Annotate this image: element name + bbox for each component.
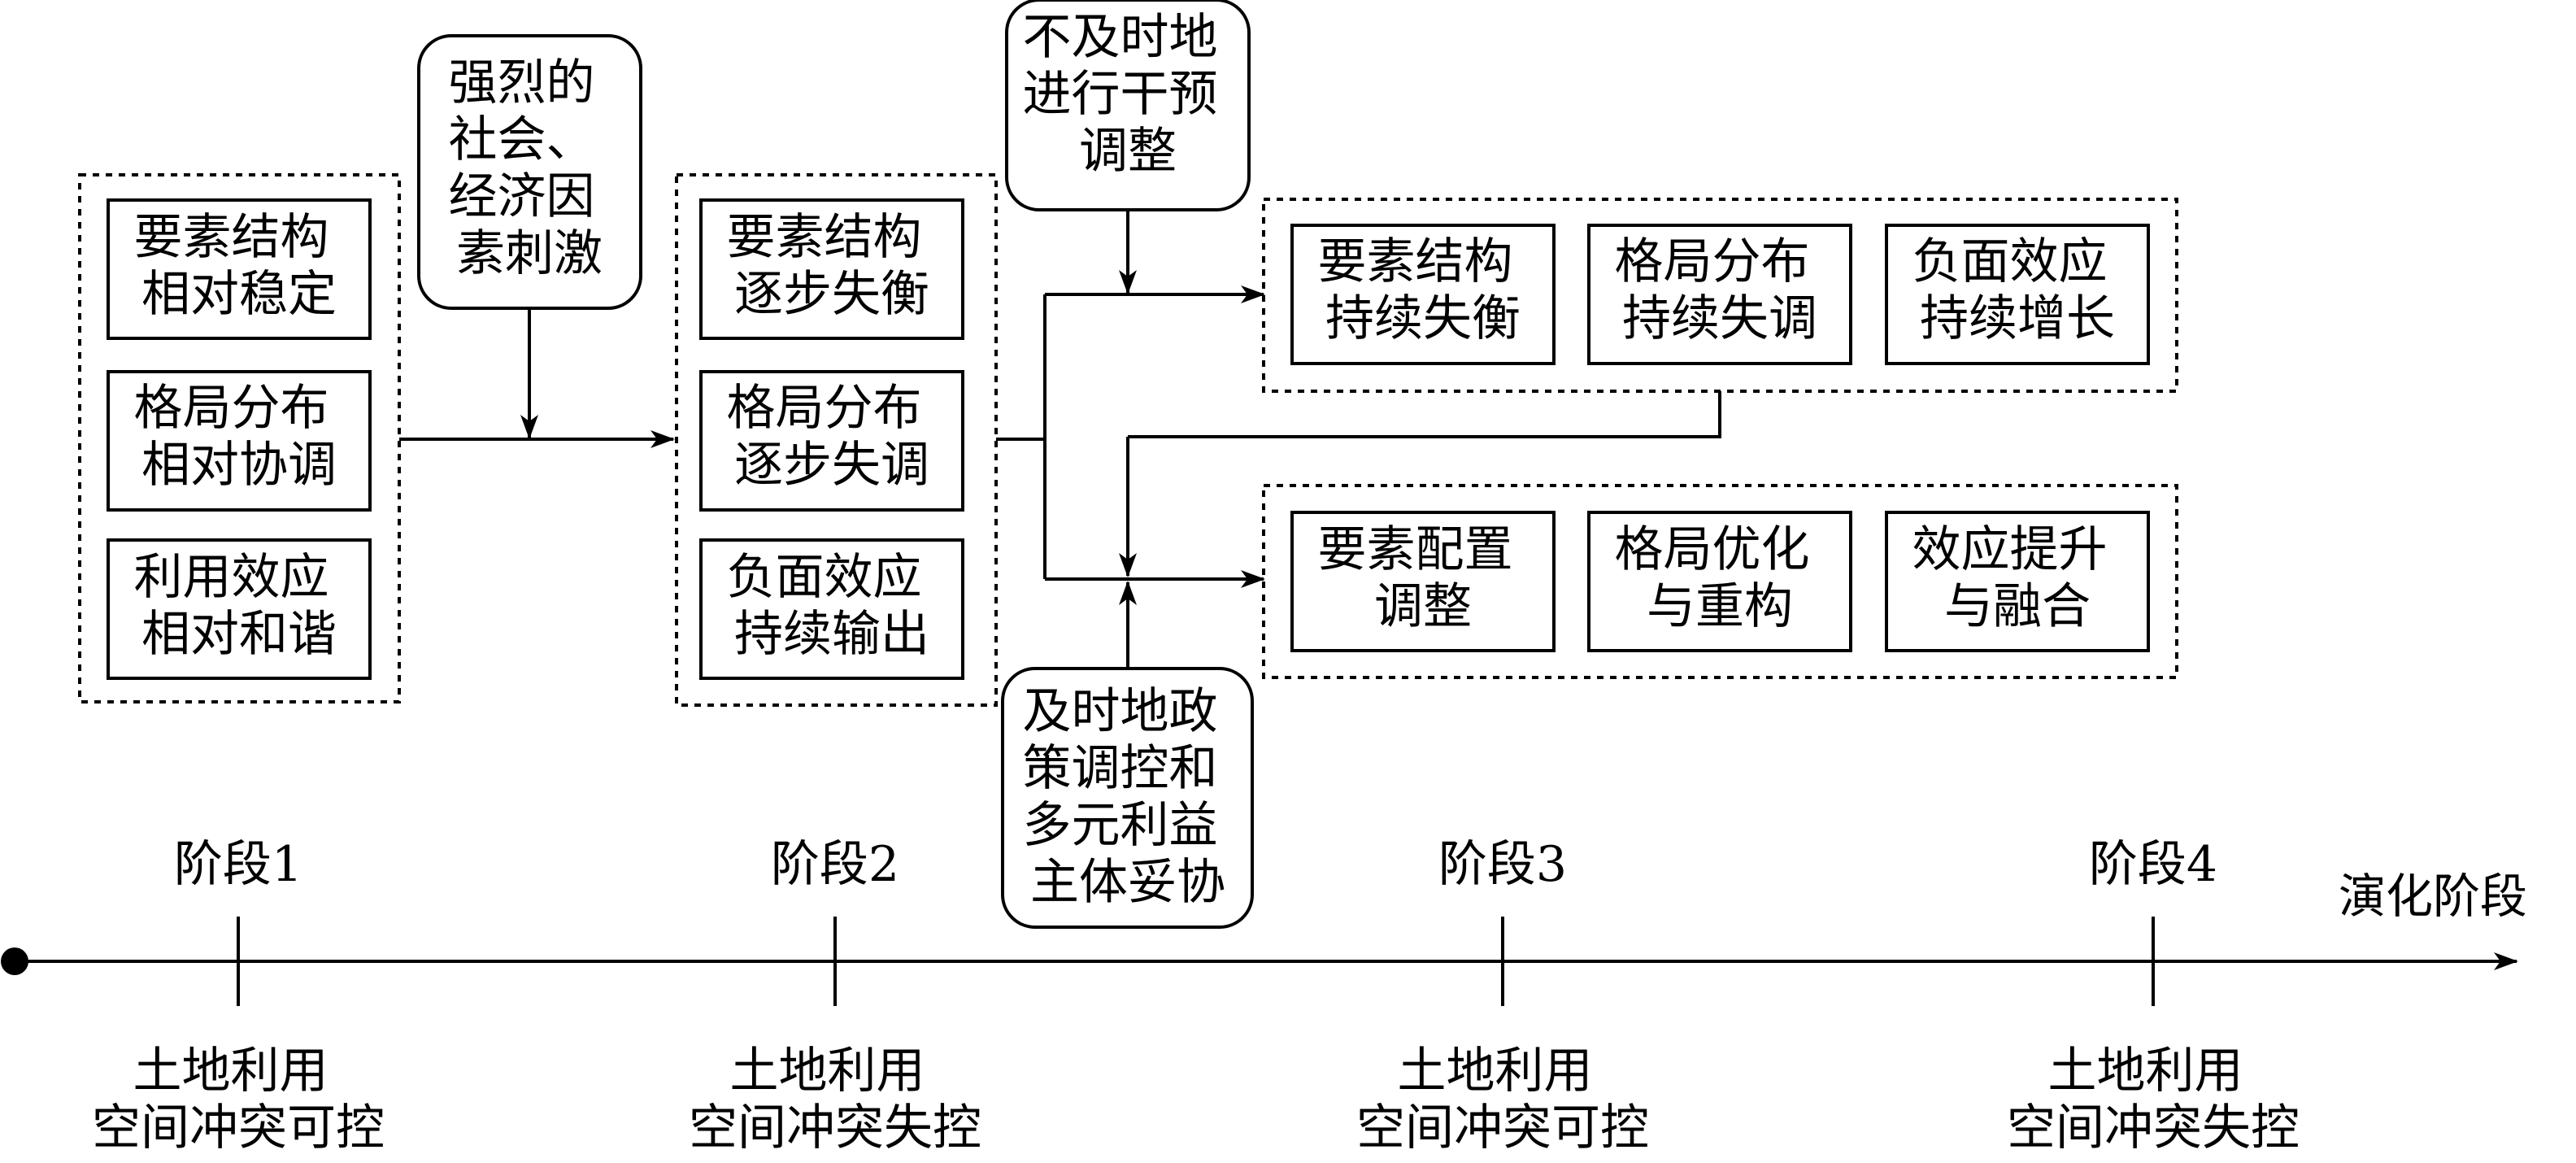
stage2-effect-line1: 负面效应 bbox=[726, 549, 921, 606]
stage2-status-line2: 空间冲突失控 bbox=[689, 1100, 981, 1156]
svg-text:要素结构 持续失衡: 要素结构 持续失衡 bbox=[1317, 233, 1528, 347]
stage3-status-line1: 土地利用 bbox=[1397, 1043, 1592, 1100]
timeline-axis-label: 演化阶段 bbox=[2339, 869, 2527, 924]
feedback-connector bbox=[1128, 391, 1721, 438]
social-trigger-line4: 素刺激 bbox=[456, 225, 603, 282]
stage1-pattern-box bbox=[107, 370, 372, 512]
out-of-control-structure-line1: 要素结构 bbox=[1317, 233, 1512, 290]
stage1-status-line1: 土地利用 bbox=[133, 1043, 328, 1100]
out-of-control-effect-box bbox=[1885, 224, 2150, 365]
svg-text:负面效应 持续输出: 负面效应 持续输出 bbox=[726, 549, 937, 663]
stage1-effect-line2: 相对和谐 bbox=[141, 606, 337, 663]
stage1-structure-box bbox=[107, 198, 372, 340]
svg-text:格局分布 持续失调: 格局分布 持续失调 bbox=[1614, 233, 1825, 347]
stage2-structure-line1: 要素结构 bbox=[726, 209, 921, 266]
svg-text:土地利用 空间冲突可控: 土地利用 空间冲突可控 bbox=[1356, 1043, 1649, 1156]
svg-text:利用效应 相对和谐: 利用效应 相对和谐 bbox=[133, 549, 344, 663]
policy-trigger-line2: 策调控和 bbox=[1022, 740, 1217, 797]
out-of-control-pattern-box bbox=[1587, 224, 1852, 365]
stage3-label: 阶段3 bbox=[1438, 836, 1567, 893]
svg-text:负面效应 持续增长: 负面效应 持续增长 bbox=[1912, 233, 2122, 347]
stage1-structure-line1: 要素结构 bbox=[133, 209, 329, 266]
stage1-pattern-line2: 相对协调 bbox=[141, 437, 337, 494]
stage1-group-frame bbox=[78, 173, 401, 703]
controlled-structure-line2: 调整 bbox=[1374, 578, 1472, 635]
out-of-control-effect-line2: 持续增长 bbox=[1920, 290, 2115, 347]
stage1-status-line2: 空间冲突可控 bbox=[92, 1100, 385, 1156]
svg-text:格局分布 相对协调: 格局分布 相对协调 bbox=[133, 380, 344, 494]
stage2-structure-box bbox=[699, 198, 964, 340]
out-of-control-pattern-line1: 格局分布 bbox=[1614, 233, 1809, 290]
stage1-pattern-line1: 格局分布 bbox=[133, 380, 329, 437]
svg-text:要素结构 相对稳定: 要素结构 相对稳定 bbox=[133, 209, 344, 323]
stage3-status-line2: 空间冲突可控 bbox=[1356, 1100, 1649, 1156]
no-intervention-line3: 调整 bbox=[1079, 123, 1177, 180]
svg-text:格局分布 逐步失调: 格局分布 逐步失调 bbox=[726, 380, 937, 494]
stage4-status-line2: 空间冲突失控 bbox=[2007, 1100, 2300, 1156]
stage1-effect-box bbox=[107, 538, 372, 680]
stage2-group-frame bbox=[675, 173, 998, 707]
controlled-group-frame bbox=[1262, 484, 2178, 679]
stage2-pattern-line2: 逐步失调 bbox=[734, 437, 929, 494]
controlled-structure-line1: 要素配置 bbox=[1317, 521, 1512, 578]
stage4-status-line1: 土地利用 bbox=[2047, 1043, 2243, 1100]
social-trigger-line3: 经济因 bbox=[448, 168, 594, 225]
controlled-effect-line1: 效应提升 bbox=[1912, 521, 2107, 578]
controlled-effect-box bbox=[1885, 511, 2150, 652]
svg-text:不及时地 进行干预 调整: 不及时地 进行干预 调整 bbox=[1022, 9, 1233, 180]
out-of-control-structure-box bbox=[1290, 224, 1556, 365]
svg-text:格局优化 与重构: 格局优化 与重构 bbox=[1614, 521, 1825, 635]
controlled-pattern-box bbox=[1587, 511, 1852, 652]
controlled-effect-line2: 与融合 bbox=[1944, 578, 2091, 635]
svg-text:强烈的 社会、 经济因 素刺激: 强烈的 社会、 经济因 素刺激 bbox=[448, 54, 610, 282]
stage2-effect-line2: 持续输出 bbox=[734, 606, 929, 663]
controlled-pattern-line2: 与重构 bbox=[1647, 578, 1793, 635]
no-intervention-line1: 不及时地 bbox=[1022, 9, 1217, 66]
social-trigger-line2: 社会、 bbox=[448, 111, 594, 168]
controlled-pattern-line1: 格局优化 bbox=[1614, 521, 1809, 578]
svg-text:土地利用 空间冲突可控: 土地利用 空间冲突可控 bbox=[92, 1043, 385, 1156]
policy-trigger-line4: 主体妥协 bbox=[1030, 854, 1225, 911]
policy-trigger-line3: 多元利益 bbox=[1022, 797, 1217, 854]
controlled-structure-box bbox=[1290, 511, 1556, 652]
stage2-pattern-line1: 格局分布 bbox=[726, 380, 921, 437]
policy-trigger-line1: 及时地政 bbox=[1022, 683, 1217, 740]
svg-text:要素配置 调整: 要素配置 调整 bbox=[1317, 521, 1528, 635]
svg-text:及时地政 策调控和 多元利益 主体妥: 及时地政 策调控和 多元利益 主体妥协 bbox=[1022, 683, 1233, 911]
svg-text:土地利用 空间冲突失控: 土地利用 空间冲突失控 bbox=[2007, 1043, 2300, 1156]
stage1-structure-line2: 相对稳定 bbox=[141, 266, 337, 323]
out-of-control-effect-line1: 负面效应 bbox=[1912, 233, 2107, 290]
stage1-label: 阶段1 bbox=[174, 836, 302, 893]
out-of-control-pattern-line2: 持续失调 bbox=[1622, 290, 1817, 347]
out-of-control-structure-line2: 持续失衡 bbox=[1325, 290, 1521, 347]
svg-text:土地利用 空间冲突失控: 土地利用 空间冲突失控 bbox=[689, 1043, 981, 1156]
stage4-label: 阶段4 bbox=[2089, 836, 2217, 893]
stage2-effect-box bbox=[699, 538, 964, 680]
no-intervention-line2: 进行干预 bbox=[1022, 66, 1217, 123]
stage2-pattern-box bbox=[699, 370, 964, 512]
stage2-label: 阶段2 bbox=[771, 836, 899, 893]
social-trigger-line1: 强烈的 bbox=[448, 54, 594, 111]
svg-text:要素结构 逐步失衡: 要素结构 逐步失衡 bbox=[726, 209, 937, 323]
svg-text:效应提升 与融合: 效应提升 与融合 bbox=[1912, 521, 2122, 635]
stage1-effect-line1: 利用效应 bbox=[133, 549, 329, 606]
stage2-structure-line2: 逐步失衡 bbox=[734, 266, 929, 323]
stage2-status-line1: 土地利用 bbox=[729, 1043, 925, 1100]
